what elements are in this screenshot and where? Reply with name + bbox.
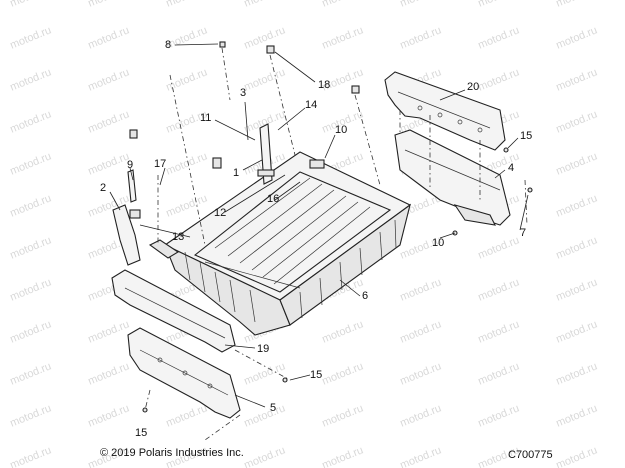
callout-14: 14	[305, 99, 318, 111]
callout-7: 7	[520, 227, 527, 239]
callout-15-mid: 15	[310, 369, 323, 381]
callout-15-bottom: 15	[135, 427, 148, 439]
assembly-lines	[144, 47, 528, 441]
side-bracket-right	[394, 129, 511, 226]
side-rail-right	[384, 71, 506, 151]
callout-10-top: 10	[335, 124, 348, 136]
lower-side-rail	[127, 327, 241, 419]
callout-17: 17	[154, 158, 167, 170]
callout-9: 9	[127, 159, 134, 171]
upright-bracket	[257, 123, 275, 185]
callout-13: 13	[172, 231, 185, 243]
callout-3: 3	[240, 87, 247, 99]
callout-11: 11	[200, 112, 212, 124]
callout-4: 4	[508, 162, 515, 174]
callout-8: 8	[165, 39, 172, 51]
callout-leaders	[109, 43, 529, 408]
rear-bumper-bar	[111, 239, 236, 353]
figure-code: C700775	[508, 449, 553, 461]
callout-2: 2	[100, 182, 107, 194]
callout-6: 6	[362, 290, 369, 302]
callout-20: 20	[467, 81, 480, 93]
copyright-text: © 2019 Polaris Industries Inc.	[100, 447, 244, 459]
cargo-box-tub	[163, 151, 412, 336]
callout-16: 16	[267, 193, 280, 205]
callout-5: 5	[270, 402, 277, 414]
callout-18: 18	[318, 79, 331, 91]
callout-1: 1	[233, 167, 240, 179]
callout-15-right: 15	[520, 130, 533, 142]
callout-12: 12	[214, 207, 227, 219]
side-bracket-left	[112, 169, 141, 266]
callout-19: 19	[257, 343, 270, 355]
callout-10-right: 10	[432, 237, 445, 249]
